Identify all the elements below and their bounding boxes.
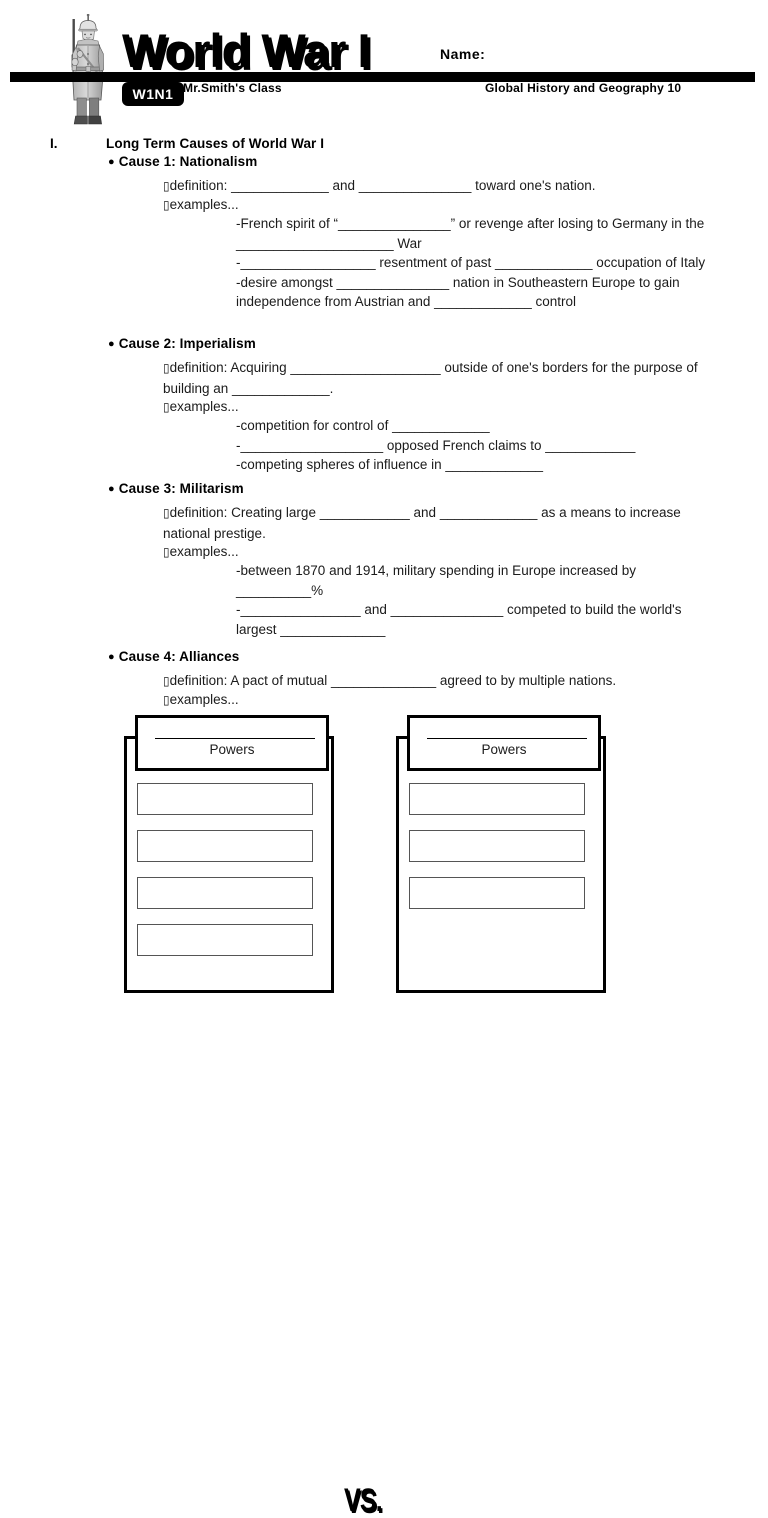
alliance-slot-right-2[interactable]	[409, 830, 585, 862]
example-item: -between 1870 and 1914, military spendin…	[236, 563, 637, 598]
alliance-slot-left-3[interactable]	[137, 877, 313, 909]
cause-examples-3: -between 1870 and 1914, military spendin…	[236, 561, 716, 639]
alliance-slot-left-4[interactable]	[137, 924, 313, 956]
bullet-icon: ●	[108, 337, 115, 350]
alliance-header-label-left: Powers	[209, 742, 255, 757]
definition-text: definition: _____________ and __________…	[169, 178, 596, 193]
course-label: Global History and Geography 10	[485, 81, 682, 95]
examples-label-text: examples...	[169, 197, 239, 212]
alliance-slot-right-1[interactable]	[409, 783, 585, 815]
wingding-bullet-icon: ▯	[163, 545, 170, 559]
cause-examples-label-4: ▯examples...	[163, 690, 239, 711]
alliance-header-label-right: Powers	[481, 742, 527, 757]
cause-examples-label-2: ▯examples...	[163, 397, 239, 418]
header-rule	[10, 72, 755, 82]
cause-heading-text: Cause 1: Nationalism	[118, 154, 258, 169]
cause-heading-4: ●Cause 4: Alliances	[108, 649, 239, 664]
wingding-bullet-icon: ▯	[163, 179, 170, 193]
alliance-column-right: Powers	[396, 715, 606, 993]
examples-label-text: examples...	[169, 399, 239, 414]
alliance-column-left: Powers	[124, 715, 334, 993]
class-label: Mr.Smith's Class	[183, 81, 282, 95]
cause-heading-2: ●Cause 2: Imperialism	[108, 336, 256, 351]
example-item: -competing spheres of influence in _____…	[236, 457, 543, 472]
wwi-german-soldier-icon	[71, 14, 104, 125]
cause-heading-3: ●Cause 3: Militarism	[108, 481, 244, 496]
wingding-bullet-icon: ▯	[163, 198, 170, 212]
cause-definition-4: ▯definition: A pact of mutual __________…	[163, 671, 708, 692]
wingding-bullet-icon: ▯	[163, 400, 170, 414]
page-title: World War I	[122, 24, 370, 77]
example-item: -________________ and _______________ co…	[236, 602, 682, 637]
bullet-icon: ●	[108, 482, 115, 495]
cause-heading-1: ●Cause 1: Nationalism	[108, 154, 257, 169]
examples-label-text: examples...	[169, 544, 239, 559]
cause-heading-text: Cause 4: Alliances	[118, 649, 240, 664]
alliance-header-left: Powers	[135, 715, 329, 771]
cause-heading-text: Cause 3: Militarism	[118, 481, 244, 496]
unit-code-badge: W1N1	[122, 82, 184, 106]
alliance-slot-left-2[interactable]	[137, 830, 313, 862]
versus-label: VS.	[344, 1482, 383, 1518]
example-item: -competition for control of ____________…	[236, 418, 490, 433]
blank-fill-line[interactable]	[155, 738, 315, 739]
cause-examples-1: -French spirit of “_______________” or r…	[236, 214, 716, 312]
section-numeral: I.	[50, 136, 58, 151]
blank-fill-line[interactable]	[427, 738, 587, 739]
cause-definition-3: ▯definition: Creating large ____________…	[163, 503, 708, 543]
example-item: -French spirit of “_______________” or r…	[236, 216, 705, 251]
cause-definition-2: ▯definition: Acquiring _________________…	[163, 358, 708, 398]
wingding-bullet-icon: ▯	[163, 506, 170, 520]
alliance-header-right: Powers	[407, 715, 601, 771]
alliances-diagram: Powers Powers VS.	[0, 712, 768, 1516]
cause-examples-label-1: ▯examples...	[163, 195, 239, 216]
alliance-slot-right-3[interactable]	[409, 877, 585, 909]
section-title: Long Term Causes of World War I	[106, 136, 325, 151]
cause-heading-text: Cause 2: Imperialism	[118, 336, 256, 351]
alliance-slot-left-1[interactable]	[137, 783, 313, 815]
cause-examples-2: -competition for control of ____________…	[236, 416, 716, 475]
definition-text: definition: Acquiring __________________…	[163, 360, 698, 396]
cause-examples-label-3: ▯examples...	[163, 542, 239, 563]
wingding-bullet-icon: ▯	[163, 361, 170, 375]
definition-text: definition: A pact of mutual ___________…	[169, 673, 617, 688]
bullet-icon: ●	[108, 650, 115, 663]
bullet-icon: ●	[108, 155, 115, 168]
wingding-bullet-icon: ▯	[163, 693, 170, 707]
examples-label-text: examples...	[169, 692, 239, 707]
worksheet-header: World War I Name: W1N1 Mr.Smith's Class …	[0, 0, 768, 132]
cause-definition-1: ▯definition: _____________ and _________…	[163, 176, 708, 197]
example-item: -desire amongst _______________ nation i…	[236, 274, 680, 310]
definition-text: definition: Creating large ____________ …	[163, 505, 681, 541]
name-field-label: Name:	[440, 46, 486, 62]
example-item: -___________________ opposed French clai…	[236, 437, 636, 453]
wingding-bullet-icon: ▯	[163, 674, 170, 688]
example-item: -__________________ resentment of past _…	[236, 255, 706, 270]
